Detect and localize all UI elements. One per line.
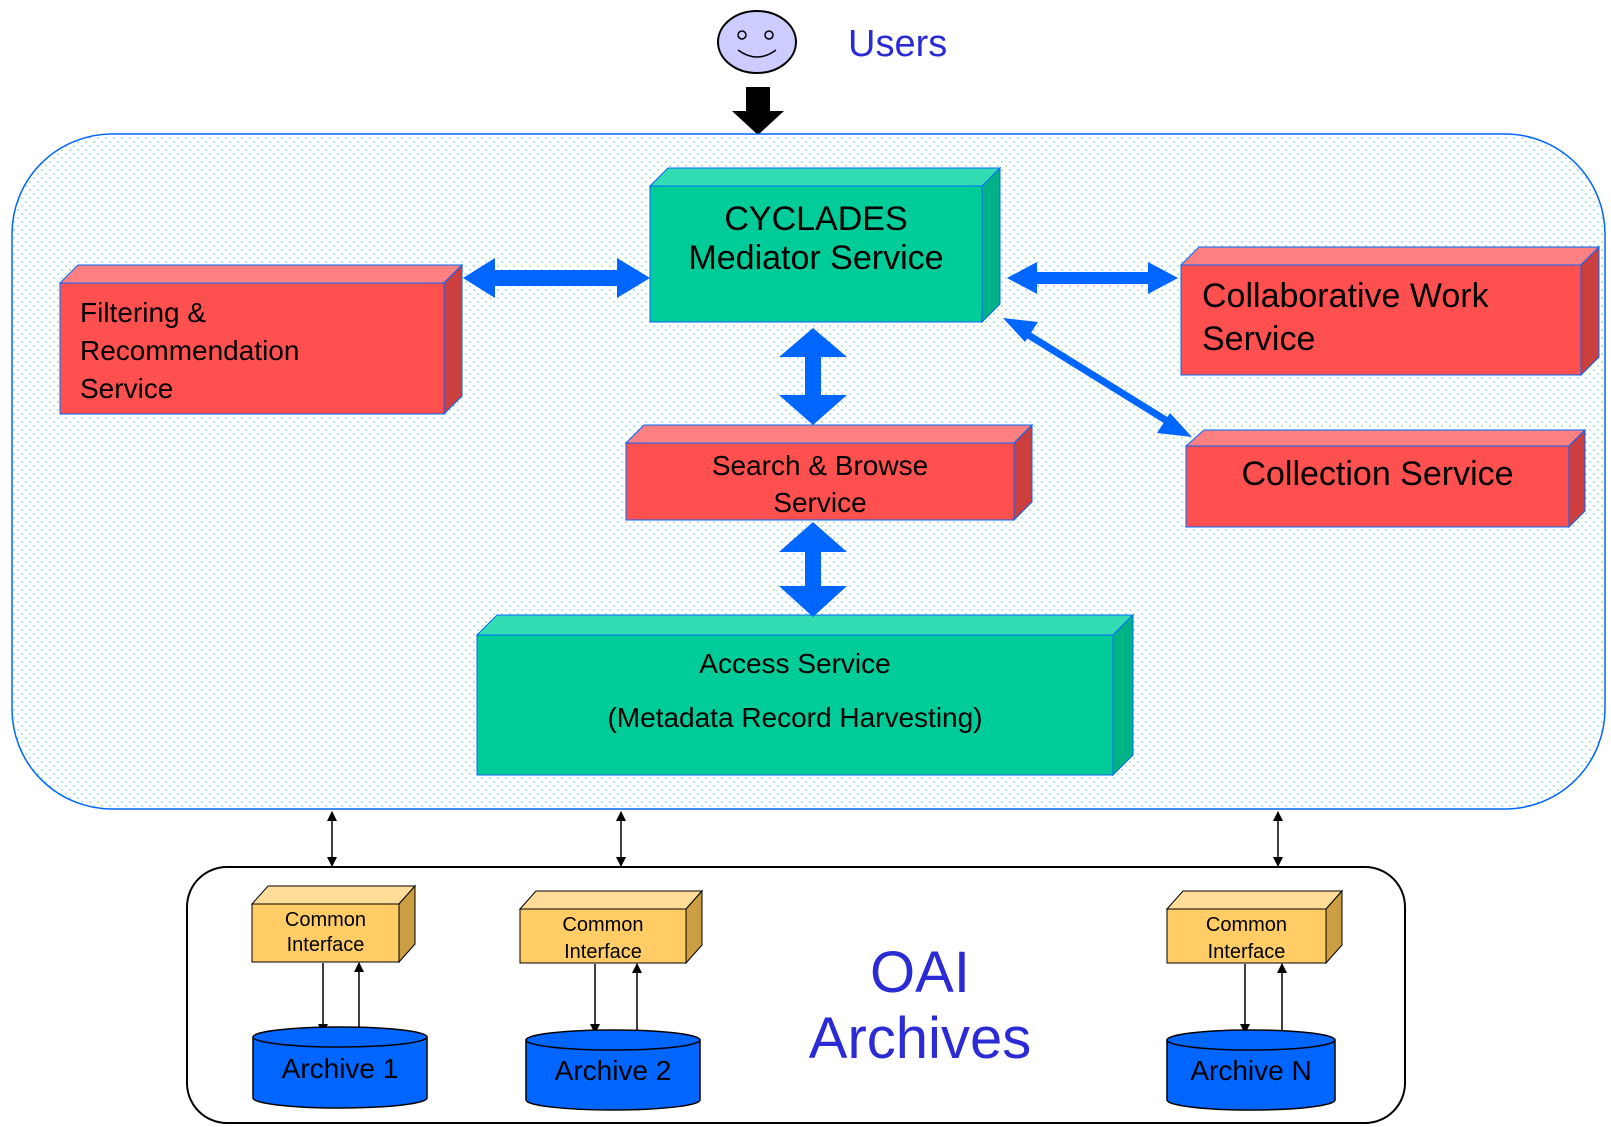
filtering-service-box[interactable] [58, 263, 464, 416]
archive-n-database-icon[interactable] [1166, 1029, 1336, 1111]
mediator-service-box[interactable] [648, 166, 1002, 324]
oai-archives-title: OAI Archives [790, 940, 1050, 1072]
mediator-label-line2: Mediator Service [688, 239, 944, 278]
oai-title-line1: OAI [870, 940, 970, 1005]
filtering-label-line2: Recommendation [80, 335, 300, 366]
archive-n-label: Archive N [1190, 1055, 1312, 1086]
filtering-label-line3: Service [80, 373, 174, 404]
common-interface-label-1-line1: Common [284, 909, 367, 931]
common-interface-label-2-line2: Interface [564, 941, 642, 963]
collaborative-service-box[interactable] [1179, 245, 1601, 377]
archive-2-label: Archive 2 [554, 1055, 672, 1086]
filtering-label: Filtering & Recommendation Service [80, 294, 299, 408]
arrow-filtering-mediator [463, 258, 650, 298]
common-interface-box-1[interactable] [250, 884, 417, 964]
search-label: Search & Browse Service [626, 447, 1014, 521]
oai-archives-region [186, 866, 1406, 1124]
access-service-box[interactable] [475, 613, 1135, 777]
collaborative-label-line2: Service [1202, 320, 1316, 358]
access-label-line2: (Metadata Record Harvesting) [607, 702, 983, 734]
users-label: Users [848, 23, 948, 65]
mediator-label-line1: CYCLADES [724, 200, 908, 238]
common-interface-label-2-line1: Common [562, 914, 644, 936]
search-label-line2: Service [773, 487, 867, 518]
mediator-label: CYCLADES Mediator Service [650, 200, 982, 278]
common-interface-label-2: Common Interface [520, 912, 686, 966]
collection-label: Collection Service [1241, 455, 1514, 493]
archive-1-label: Archive 1 [281, 1053, 399, 1084]
archive-2-database-icon[interactable] [525, 1029, 701, 1111]
collection-service-box[interactable] [1184, 428, 1587, 529]
common-interface-label-3: Common Interface [1167, 912, 1326, 966]
users-arrow-icon [732, 87, 784, 135]
access-label-line1: Access Service [699, 648, 891, 679]
filtering-label-line1: Filtering & [80, 297, 207, 328]
common-interface-box-3[interactable] [1165, 889, 1344, 965]
oai-title-line2: Archives [808, 1006, 1032, 1071]
collaborative-label: Collaborative Work Service [1202, 275, 1489, 361]
common-interface-box-2[interactable] [518, 889, 704, 965]
arrow-mediator-collection [1003, 318, 1192, 437]
arrow-mediator-collaborative [1007, 262, 1178, 294]
archive-1-database-icon[interactable] [252, 1026, 428, 1109]
arrow-search-access [779, 522, 847, 617]
access-label: Access Service (Metadata Record Harvesti… [477, 648, 1113, 734]
arrow-mediator-search [779, 328, 847, 425]
common-interface-label-1-line2: Interface [286, 934, 365, 956]
common-interface-label-3-line2: Interface [1207, 941, 1286, 963]
common-interface-label-1: Common Interface [252, 908, 399, 958]
search-service-box[interactable] [624, 423, 1034, 522]
collaborative-label-line1: Collaborative Work [1202, 277, 1489, 315]
common-interface-label-3-line1: Common [1205, 914, 1288, 936]
users-face-icon [717, 10, 797, 74]
search-label-line1: Search & Browse [711, 450, 929, 481]
